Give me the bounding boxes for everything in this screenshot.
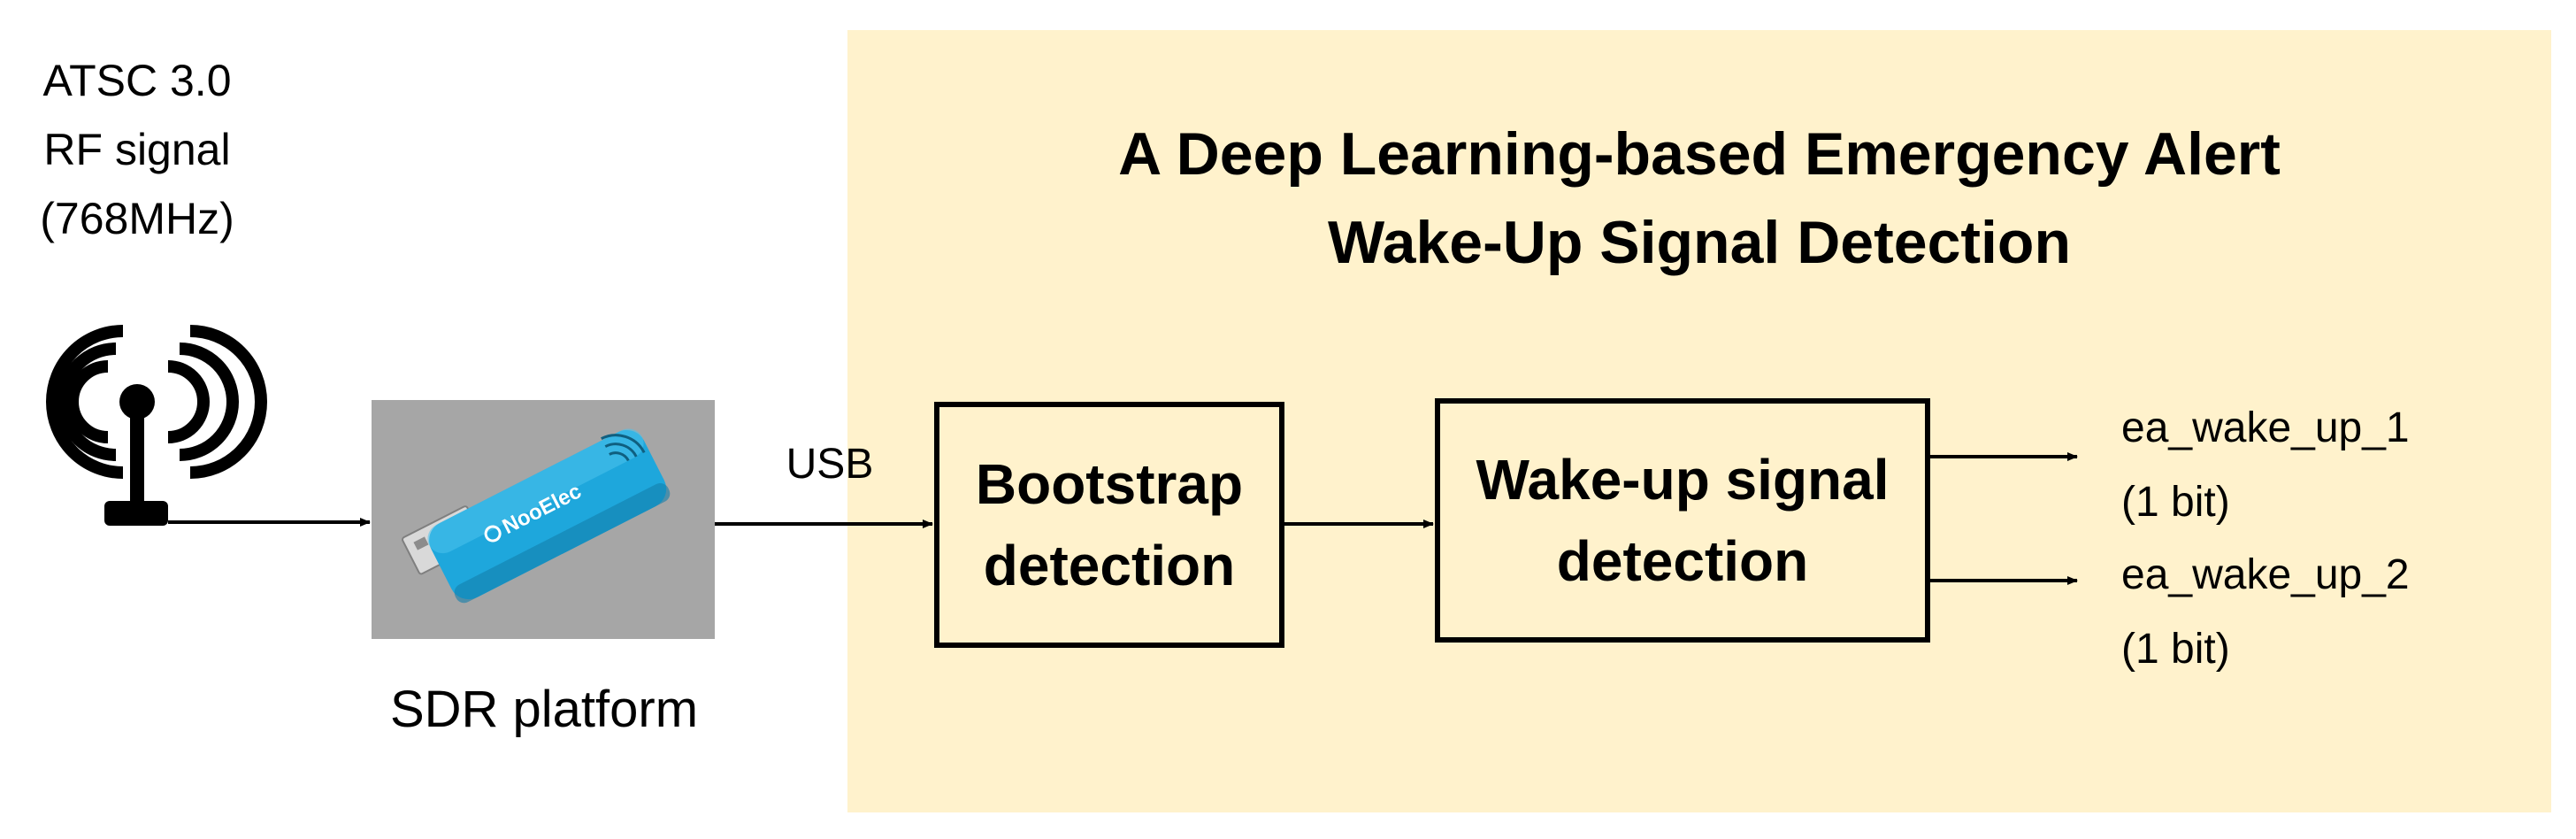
output-1-name: ea_wake_up_1 <box>2121 404 2410 451</box>
usb-label: USB <box>786 441 874 488</box>
output-2-bits: (1 bit) <box>2121 626 2230 673</box>
antenna-icon <box>46 325 267 526</box>
rf-source-line-3: (768MHz) <box>40 194 234 243</box>
flow-arrows <box>168 452 2078 585</box>
output-1-bits: (1 bit) <box>2121 479 2230 526</box>
sdr-device-image: NooElec <box>372 400 715 639</box>
bootstrap-detection-block: Bootstrap detection <box>934 402 1284 648</box>
output-2-name: ea_wake_up_2 <box>2121 551 2410 598</box>
rf-source-line-2: RF signal <box>43 125 231 174</box>
diagram-title: A Deep Learning-based Emergency Alert Wa… <box>847 110 2551 287</box>
wakeup-line-2: detection <box>1556 529 1809 593</box>
rf-source-line-1: ATSC 3.0 <box>42 56 232 105</box>
bootstrap-line-2: detection <box>983 534 1236 597</box>
output-1: ea_wake_up_1 (1 bit) <box>2121 391 2493 540</box>
sdr-platform-label: SDR platform <box>389 681 699 738</box>
bootstrap-line-1: Bootstrap <box>975 452 1244 516</box>
output-2: ea_wake_up_2 (1 bit) <box>2121 538 2493 687</box>
wakeup-line-1: Wake-up signal <box>1476 448 1890 512</box>
wakeup-detection-block: Wake-up signal detection <box>1435 398 1930 643</box>
title-line-2: Wake-Up Signal Detection <box>1327 209 2072 276</box>
rf-source-label: ATSC 3.0 RF signal (768MHz) <box>0 46 274 253</box>
usb-dongle-icon: NooElec <box>402 428 671 604</box>
title-line-1: A Deep Learning-based Emergency Alert <box>1118 120 2281 188</box>
system-panel <box>847 30 2551 812</box>
